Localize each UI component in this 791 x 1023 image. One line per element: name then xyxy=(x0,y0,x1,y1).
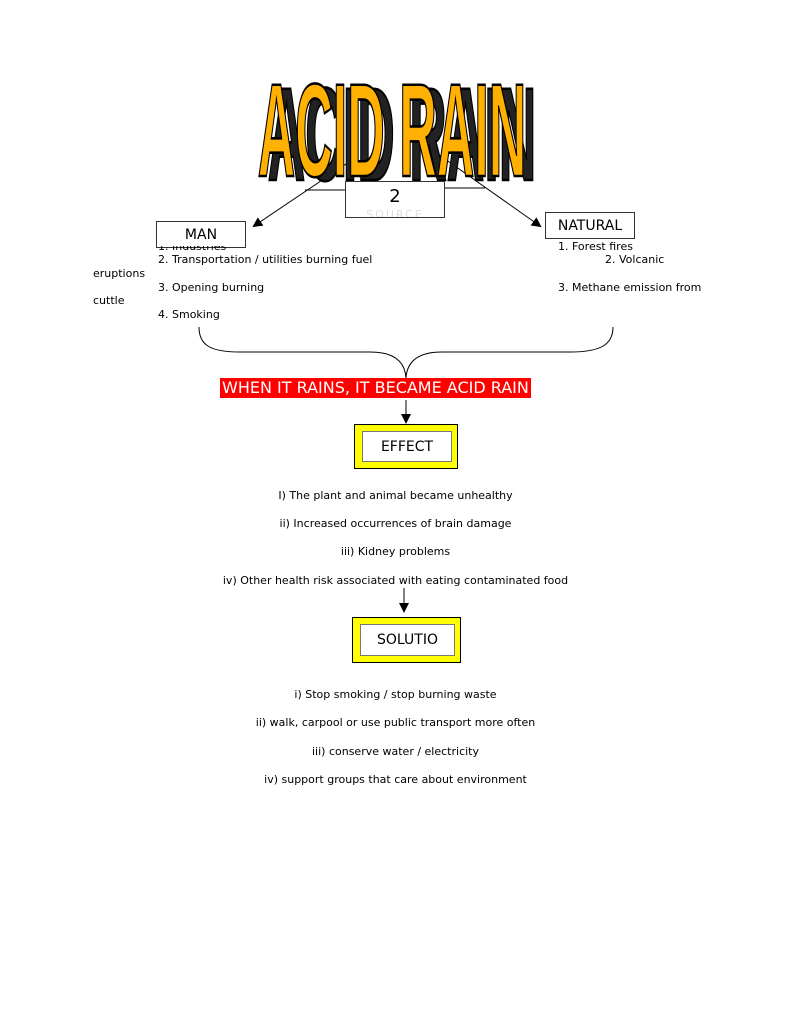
effect-item-1: I) The plant and animal became unhealthy xyxy=(278,489,513,502)
solution-box: SOLUTIO xyxy=(352,617,461,663)
cause-box-hidden-label: SOURCE xyxy=(366,208,424,218)
acid-rain-banner: WHEN IT RAINS, IT BECAME ACID RAIN xyxy=(220,378,531,398)
effect-item-3: iii) Kidney problems xyxy=(340,545,451,558)
natural-item-3: 3. Methane emission from xyxy=(558,281,702,294)
man-item-2: 2. Transportation / utilities burning fu… xyxy=(158,253,373,266)
title-shadow: ACID RAIN xyxy=(268,68,537,188)
curly-brace xyxy=(198,326,614,379)
man-box: MAN xyxy=(156,221,246,248)
man-label: MAN xyxy=(184,226,218,243)
title-text: ACID RAIN xyxy=(258,68,527,188)
natural-item-1: 1. Forest fires xyxy=(558,240,633,253)
effect-inner: EFFECT xyxy=(362,431,452,462)
solution-item-3: iii) conserve water / electricity xyxy=(312,745,479,758)
man-item-overflow-2: cuttle xyxy=(93,294,125,307)
solution-inner: SOLUTIO xyxy=(360,624,455,656)
cause-box-label: 2 xyxy=(389,186,401,207)
solution-label: SOLUTIO xyxy=(377,632,438,648)
man-item-4: 4. Smoking xyxy=(158,308,220,321)
man-item-overflow-1: eruptions xyxy=(93,267,146,280)
solution-item-4: iv) support groups that care about envir… xyxy=(264,773,527,786)
natural-item-2: 2. Volcanic xyxy=(605,253,665,266)
solution-item-2: ii) walk, carpool or use public transpor… xyxy=(255,716,536,729)
natural-box: NATURAL xyxy=(545,212,635,239)
effect-label: EFFECT xyxy=(380,438,434,455)
natural-label: NATURAL xyxy=(557,217,623,234)
acid-rain-title: ACID RAIN ACID RAIN xyxy=(257,68,537,188)
effect-box: EFFECT xyxy=(354,424,458,469)
man-item-1: 1. Industries xyxy=(158,240,227,253)
man-item-3: 3. Opening burning xyxy=(158,281,265,294)
effect-item-2: ii) Increased occurrences of brain damag… xyxy=(279,517,512,530)
cause-box: 2 SOURCE xyxy=(345,181,445,218)
effect-item-4: iv) Other health risk associated with ea… xyxy=(222,574,569,587)
solution-item-1: i) Stop smoking / stop burning waste xyxy=(294,688,497,701)
